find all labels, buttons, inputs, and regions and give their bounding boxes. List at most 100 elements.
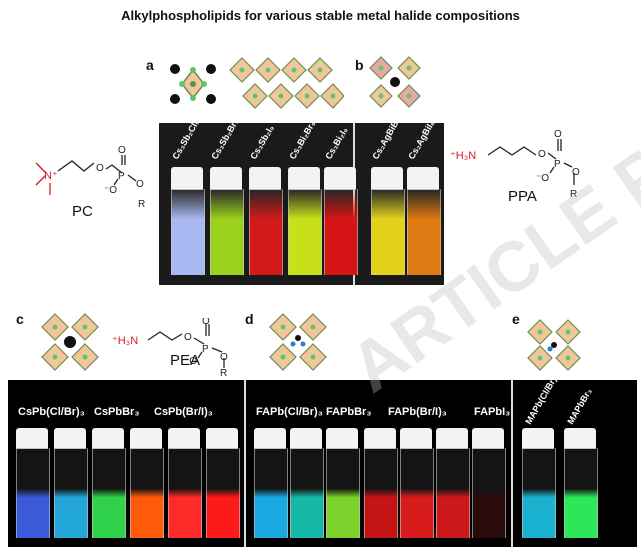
- vial: [130, 448, 164, 538]
- vial-cap: [400, 428, 432, 449]
- vial: [564, 448, 598, 538]
- vial: [254, 448, 288, 538]
- svg-text:⁺H₃N: ⁺H₃N: [112, 335, 138, 347]
- vial-cap: [249, 167, 281, 190]
- panel-label-b: b: [355, 57, 364, 73]
- svg-text:R: R: [570, 189, 577, 200]
- vial-cap: [407, 167, 439, 190]
- pc-label: PC: [72, 203, 93, 220]
- vial-cap: [436, 428, 468, 449]
- vial-cap: [210, 167, 242, 190]
- vial: [472, 448, 506, 538]
- vial: [290, 448, 324, 538]
- vial: [171, 189, 205, 275]
- vial-label: FAPb(Cl/Br)₃: [256, 406, 323, 418]
- dimer-structure-icon: [170, 64, 216, 104]
- svg-text:⁻O: ⁻O: [104, 185, 117, 196]
- vial-label: Cs₂AgBiBr₆: [370, 112, 405, 161]
- vial-label: CsPb(Br/I)₃: [154, 406, 213, 418]
- svg-text:O: O: [538, 149, 546, 160]
- svg-text:O: O: [554, 129, 562, 140]
- vial-cap: [472, 428, 504, 449]
- double-perovskite-icon: [369, 56, 421, 108]
- vial-label: CsPbBr₃: [94, 406, 140, 418]
- vial: [249, 189, 283, 275]
- layered-structure-icon: [229, 57, 344, 109]
- vial: [16, 448, 50, 538]
- vial-cap: [171, 167, 203, 190]
- vial-cap: [522, 428, 554, 449]
- vial-cap: [16, 428, 48, 449]
- vial-label: Cs₃Sb₂Cl₉: [170, 117, 202, 161]
- vial-label: FAPb(Br/I)₃: [388, 406, 447, 418]
- vial-cap: [130, 428, 162, 449]
- svg-text:⁻O: ⁻O: [536, 173, 549, 184]
- vial-cap: [564, 428, 596, 449]
- ppa-molecule-icon: ⁺H₃N O P O O ⁻O R: [450, 129, 580, 200]
- panel-label-e: e: [512, 311, 520, 327]
- vial: [206, 448, 240, 538]
- vial: [407, 189, 441, 275]
- vial-label: MAPb(Cl/Br)₃: [523, 371, 561, 426]
- photo-divider-2: [511, 380, 513, 547]
- svg-text:O: O: [136, 179, 144, 190]
- vial: [522, 448, 556, 538]
- svg-text:P: P: [118, 171, 125, 182]
- vial-cap: [364, 428, 396, 449]
- ppa-label: PPA: [508, 188, 537, 205]
- vial-label: FAPbBr₃: [326, 406, 372, 418]
- vial-label: MAPbBr₃: [565, 386, 594, 426]
- vial-label: Cs₃Sb₂Br₉: [209, 116, 241, 161]
- vial-cap: [206, 428, 238, 449]
- vial: [326, 448, 360, 538]
- vial-cap: [324, 167, 356, 190]
- figure-title: Alkylphospholipids for various stable me…: [121, 8, 520, 23]
- fa-perovskite-icon: [269, 313, 327, 371]
- panel-label-a: a: [146, 57, 154, 73]
- ma-perovskite-icon: [527, 319, 581, 371]
- vial-cap: [168, 428, 200, 449]
- vial-cap: [92, 428, 124, 449]
- vial: [92, 448, 126, 538]
- pea-label: PEA: [170, 352, 201, 369]
- vial: [400, 448, 434, 538]
- vial: [436, 448, 470, 538]
- vial-cap: [371, 167, 403, 190]
- photo-divider-1: [244, 380, 246, 547]
- pc-molecule-icon: N⁺ O P O O ⁻O R: [35, 145, 145, 210]
- svg-text:O: O: [96, 163, 104, 174]
- vial-cap: [54, 428, 86, 449]
- svg-text:P: P: [202, 344, 209, 355]
- svg-text:R: R: [220, 368, 227, 378]
- vial-label: Cs₃Sb₂I₉: [248, 123, 276, 161]
- bottom-vial-photo: CsPb(Cl/Br)₃ CsPbBr₃ CsPb(Br/I)₃ FAPb(Cl/Br…: [8, 372, 637, 547]
- vial-label: CsPb(Cl/Br)₃: [18, 406, 85, 418]
- vial: [210, 189, 244, 275]
- panel-label-d: d: [245, 311, 254, 327]
- vial-label: Cs₃Bi₂I₉: [323, 125, 350, 161]
- svg-text:O: O: [220, 352, 228, 363]
- vial: [324, 189, 358, 275]
- vial: [371, 189, 405, 275]
- vial-cap: [290, 428, 322, 449]
- vial: [54, 448, 88, 538]
- vial-cap: [288, 167, 320, 190]
- vial-label: Cs₃Bi₂Br₉: [287, 118, 318, 161]
- cs-perovskite-icon: [41, 313, 99, 371]
- svg-text:O: O: [118, 145, 126, 156]
- svg-text:⁻O: ⁻O: [184, 356, 197, 367]
- svg-text:R: R: [138, 199, 145, 210]
- svg-text:O: O: [202, 318, 210, 327]
- svg-text:N⁺: N⁺: [44, 170, 58, 182]
- svg-text:⁺H₃N: ⁺H₃N: [450, 150, 476, 162]
- svg-text:O: O: [572, 167, 580, 178]
- vial-cap: [326, 428, 358, 449]
- vial-label: FAPbI₃: [474, 406, 511, 418]
- pea-molecule-icon: ⁺H₃N O P O O ⁻O R: [112, 318, 228, 378]
- vial-cap: [254, 428, 286, 449]
- panel-label-c: c: [16, 311, 24, 327]
- vial-label: Cs₂AgBiI₆: [406, 118, 437, 161]
- vial: [364, 448, 398, 538]
- vial: [288, 189, 322, 275]
